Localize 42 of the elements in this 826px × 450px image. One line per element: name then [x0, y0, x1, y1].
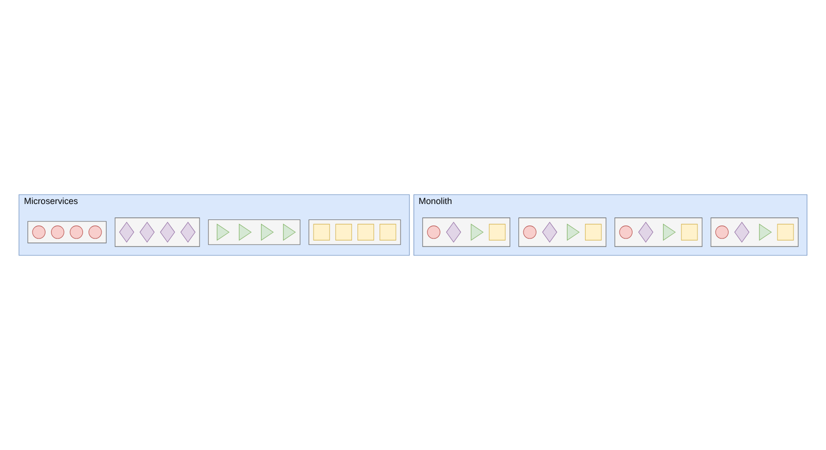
node-triangle: [759, 224, 772, 241]
node-diamond: [160, 222, 176, 243]
node-triangle: [663, 224, 676, 241]
node-diamond: [446, 222, 462, 243]
node-circle: [88, 226, 102, 239]
node-diamond: [542, 222, 558, 243]
node-square: [777, 224, 794, 240]
node-circle: [715, 226, 729, 239]
cluster: [518, 218, 606, 247]
node-square: [681, 224, 698, 240]
node-diamond: [180, 222, 196, 243]
cluster: [114, 218, 200, 247]
node-diamond: [734, 222, 750, 243]
node-triangle: [261, 224, 274, 241]
node-square: [585, 224, 602, 240]
node-diamond: [140, 222, 155, 243]
node-square: [380, 224, 396, 240]
node-triangle: [283, 224, 296, 241]
node-triangle: [216, 224, 230, 241]
node-diamond: [119, 222, 134, 243]
cluster: [422, 218, 510, 247]
cluster: [308, 219, 401, 245]
cluster: Microservices: [18, 194, 410, 256]
node-triangle: [470, 224, 484, 241]
node-square: [488, 224, 506, 240]
node-triangle: [566, 224, 580, 241]
node-circle: [32, 226, 46, 239]
cluster: [208, 219, 300, 245]
node-triangle: [238, 224, 252, 241]
cluster: [710, 218, 798, 247]
node-circle: [51, 226, 64, 239]
node-circle: [619, 226, 633, 239]
node-square: [358, 224, 374, 240]
node-circle: [427, 226, 440, 239]
cluster: Monolith: [414, 194, 808, 256]
cluster: [614, 218, 702, 247]
node-diamond: [638, 222, 654, 243]
node-square: [335, 224, 352, 240]
node-circle: [70, 226, 84, 239]
node-square: [313, 224, 330, 240]
cluster: [28, 221, 106, 244]
node-circle: [523, 226, 536, 239]
